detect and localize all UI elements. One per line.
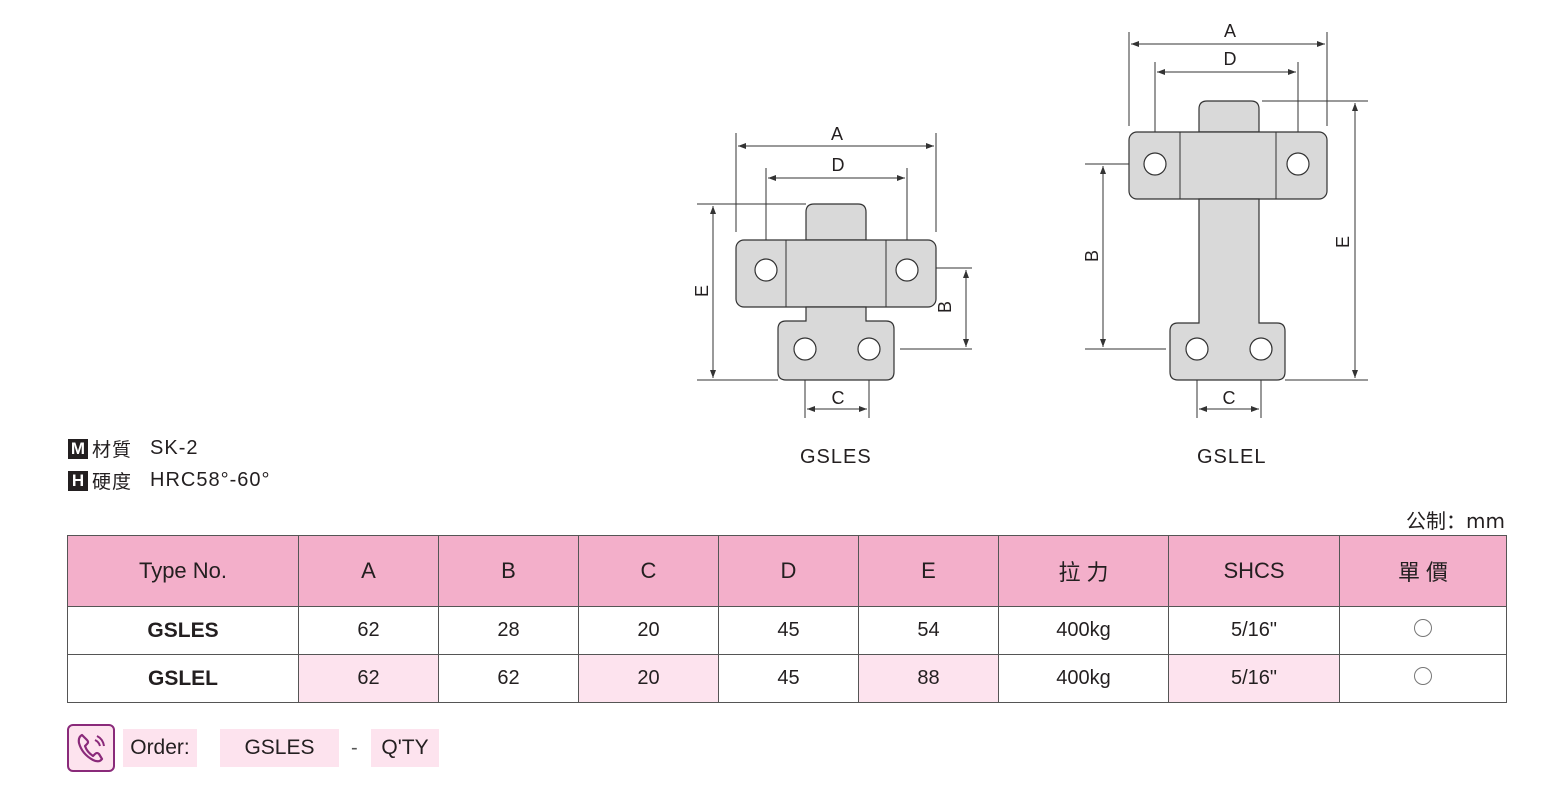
hardness-value: HRC58°-60°	[150, 469, 271, 491]
header-type-no: Type No.	[67, 535, 299, 607]
gsles-dim-e: E	[692, 285, 712, 297]
header-a: A	[298, 535, 439, 607]
cell-b: 62	[438, 654, 579, 703]
header-force: 拉 力	[998, 535, 1169, 607]
header-price: 單 價	[1339, 535, 1507, 607]
cell-d: 45	[718, 654, 859, 703]
cell-force: 400kg	[998, 606, 1169, 655]
gslel-caption: GSLEL	[1197, 446, 1267, 468]
gsles-dim-d: D	[832, 155, 845, 175]
cell-price	[1339, 606, 1507, 655]
spec-table: Type No. A B C D E 拉 力 SHCS 單 價 GSLES 62…	[67, 535, 1507, 703]
gslel-dim-a: A	[1224, 21, 1236, 41]
material-label: 材質	[92, 439, 133, 461]
gsles-caption: GSLES	[800, 446, 872, 468]
order-separator: -	[351, 737, 358, 759]
cell-shcs: 5/16"	[1168, 606, 1340, 655]
gslel-drawing: A D B E C	[1082, 21, 1368, 418]
gslel-dim-d: D	[1224, 49, 1237, 69]
table-row: GSLEL 62 62 20 45 88 400kg 5/16"	[67, 654, 1507, 703]
table-header-row: Type No. A B C D E 拉 力 SHCS 單 價	[67, 535, 1507, 607]
gslel-dim-b: B	[1082, 250, 1102, 262]
table-row: GSLES 62 28 20 45 54 400kg 5/16"	[67, 606, 1507, 655]
cell-type: GSLES	[67, 606, 299, 655]
material-badge: M	[68, 438, 88, 459]
hardness-badge: H	[68, 470, 88, 491]
hardness-spec: H 硬度 HRC58°-60°	[68, 467, 271, 494]
material-value: SK-2	[150, 437, 199, 459]
cell-a: 62	[298, 606, 439, 655]
gsles-dim-a: A	[831, 124, 843, 144]
material-spec: M 材質 SK-2	[68, 435, 198, 462]
cell-e: 54	[858, 606, 999, 655]
cell-d: 45	[718, 606, 859, 655]
cell-force: 400kg	[998, 654, 1169, 703]
order-model: GSLES	[220, 729, 339, 767]
gsles-drawing: A D E B C	[692, 124, 972, 418]
cell-e: 88	[858, 654, 999, 703]
gslel-dim-c: C	[1223, 388, 1236, 408]
hardness-label: 硬度	[92, 471, 133, 493]
header-shcs: SHCS	[1168, 535, 1340, 607]
header-e: E	[858, 535, 999, 607]
price-circle-icon	[1414, 618, 1432, 637]
cell-shcs: 5/16"	[1168, 654, 1340, 703]
price-circle-icon	[1414, 666, 1432, 685]
phone-icon	[67, 724, 115, 772]
cell-a: 62	[298, 654, 439, 703]
gslel-dim-e: E	[1333, 236, 1353, 248]
order-label: Order:	[123, 729, 197, 767]
header-b: B	[438, 535, 579, 607]
cell-price	[1339, 654, 1507, 703]
header-c: C	[578, 535, 719, 607]
order-qty: Q'TY	[371, 729, 439, 767]
header-d: D	[718, 535, 859, 607]
gsles-dim-c: C	[832, 388, 845, 408]
gsles-dim-b: B	[935, 301, 955, 313]
cell-type: GSLEL	[67, 654, 299, 703]
cell-c: 20	[578, 606, 719, 655]
unit-label: 公制：mm	[1406, 509, 1505, 533]
cell-b: 28	[438, 606, 579, 655]
cell-c: 20	[578, 654, 719, 703]
